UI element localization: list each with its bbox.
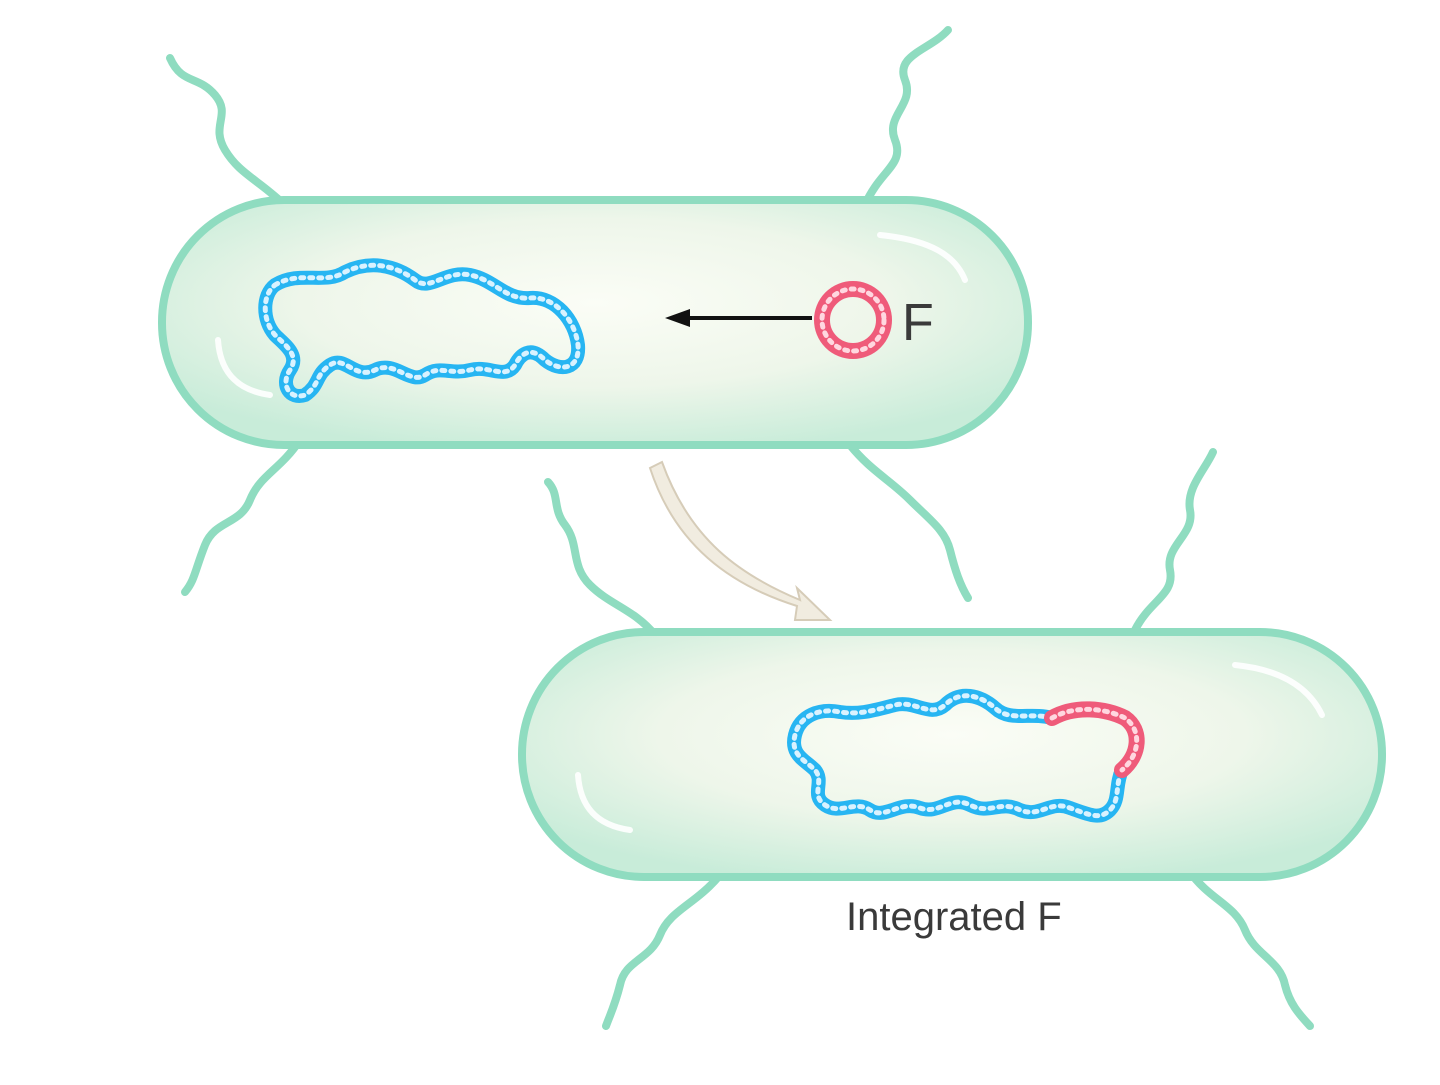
bottom-cell-flagellum-upper-left: [544, 478, 659, 639]
top-cell-flagellum-lower-right: [846, 441, 972, 602]
integrated-f-label: Integrated F: [846, 895, 1062, 939]
top-cell-flagellum-upper-right: [861, 26, 952, 209]
bottom-cell-highlight: [575, 772, 633, 833]
integrated-f-segment-beads: [1049, 706, 1140, 773]
top-cell-flagellum-lower-left: [181, 436, 304, 596]
bottom-cell-flagellum-lower-right: [1186, 868, 1314, 1030]
transition-arrow: [648, 460, 833, 621]
integration-arrow-head: [665, 309, 690, 327]
top-bacterium: F: [158, 26, 1032, 602]
f-plasmid-beads: [819, 286, 887, 354]
bottom-cell-highlight-right: [1232, 662, 1325, 718]
bottom-bacterium: Integrated F: [518, 448, 1386, 1030]
bottom-cell-flagellum-lower-left: [602, 871, 724, 1030]
bottom-cell-body: [518, 628, 1386, 881]
top-cell-highlight-right: [877, 232, 968, 283]
bottom-cell-flagellum-upper-right: [1131, 448, 1217, 634]
top-cell-flagellum-upper-left: [166, 54, 294, 214]
bottom-cell-chromosome-beads: [791, 693, 1125, 819]
top-cell-chromosome-beads: [262, 262, 581, 399]
plasmid-label: F: [902, 294, 934, 352]
top-cell-highlight: [215, 337, 273, 398]
